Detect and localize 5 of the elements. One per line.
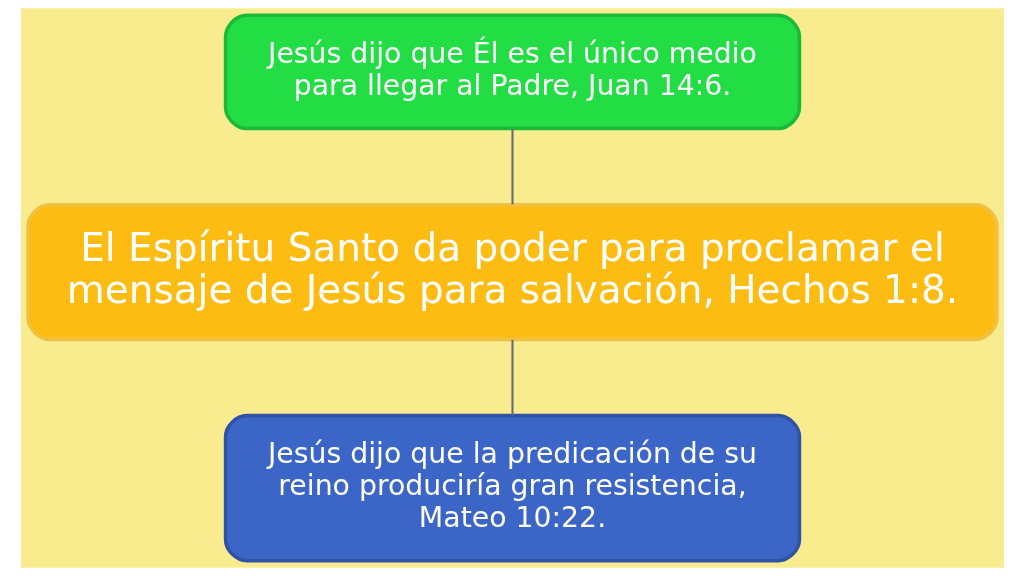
node-box: El Espíritu Santo da poder para proclamar el mensaje de Jesús para salvación, Hechos 1:8. <box>25 203 999 342</box>
connector <box>510 129 514 205</box>
connector <box>510 339 514 416</box>
node-box: Jesús dijo que Él es el único medio para llegar al Padre, Juan 14:6. <box>223 13 801 131</box>
node-box: Jesús dijo que la predicación de su reino produciría gran resistencia, Mateo 10:22. <box>223 413 801 563</box>
